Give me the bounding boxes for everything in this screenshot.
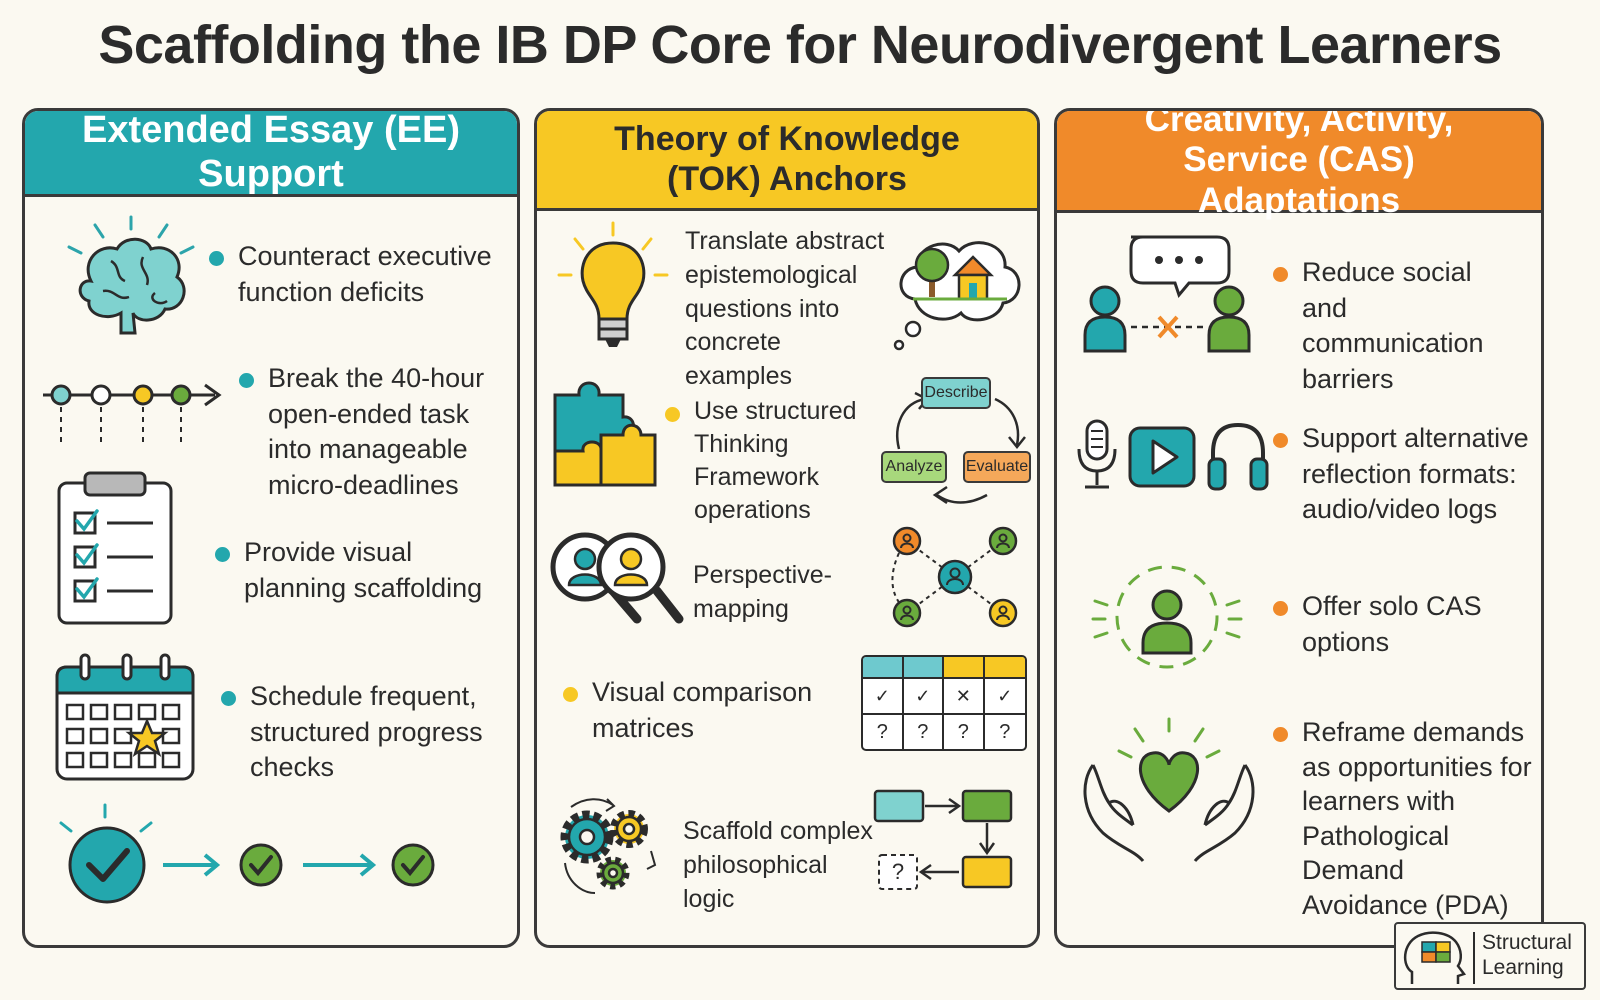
ee-panel: Extended Essay (EE) Support Counteract e…	[22, 108, 520, 948]
matrix-cell: ✓	[863, 679, 904, 715]
matrix-cell: ?	[944, 715, 985, 749]
matrix-table-icon: ✓ ✓ ✕ ✓ ? ? ? ?	[861, 655, 1027, 751]
tok-item-2: Use structured Thinking Framework operat…	[665, 395, 885, 527]
timeline-icon	[43, 383, 222, 443]
bullet-dot	[215, 547, 230, 562]
network-people-icon	[891, 526, 1018, 628]
matrix-header-cell	[944, 657, 985, 679]
matrix-cell: ✓	[903, 679, 944, 715]
cas-item-3: Offer solo CAS options	[1273, 589, 1513, 660]
tok-item-4-text: Visual comparison matrices	[592, 677, 813, 743]
matrix-header-cell	[984, 657, 1025, 679]
ee-header-text: Extended Essay (EE) Support	[81, 108, 461, 195]
magnifier-people-icon	[550, 532, 684, 624]
ee-item-4-text: Schedule frequent, structured progress c…	[250, 681, 483, 783]
cas-item-2-text: Support alternative reflection formats: …	[1302, 423, 1529, 525]
speech-bubble-people-icon	[1083, 235, 1251, 353]
head-blocks-logo-icon	[1404, 931, 1475, 984]
tok-item-5: Scaffold complex philosophical logic	[683, 817, 873, 913]
logo-line-1: Structural	[1482, 931, 1572, 954]
cas-item-2: Support alternative reflection formats: …	[1273, 421, 1533, 528]
framework-describe-label: Describe	[921, 377, 991, 409]
structural-learning-logo: Structural Learning	[1394, 922, 1586, 990]
page-title: Scaffolding the IB DP Core for Neurodive…	[98, 15, 1502, 75]
brain-icon	[67, 215, 195, 335]
headphones-icon	[1207, 422, 1269, 491]
bullet-dot	[209, 251, 224, 266]
tok-item-1: Translate abstract epistemological quest…	[685, 227, 885, 390]
lightbulb-icon	[557, 221, 669, 347]
cas-panel: Creativity, Activity, Service (CAS) Adap…	[1054, 108, 1544, 948]
matrix-cell: ✕	[944, 679, 985, 715]
matrix-cell: ?	[999, 721, 1011, 743]
puzzle-icon	[553, 381, 657, 487]
cas-panel-header: Creativity, Activity, Service (CAS) Adap…	[1057, 111, 1541, 220]
ee-item-3-text: Provide visual planning scaffolding	[244, 537, 483, 603]
ee-item-1-text: Counteract executive function deficits	[238, 241, 492, 307]
bullet-dot	[221, 691, 236, 706]
bullet-dot	[563, 687, 578, 702]
gears-icon	[560, 798, 657, 894]
framework-analyze-label: Analyze	[881, 451, 947, 483]
matrix-cell: ?	[863, 715, 904, 749]
ee-panel-header: Extended Essay (EE) Support	[25, 111, 517, 197]
bullet-dot	[1273, 433, 1288, 448]
calendar-star-icon	[55, 653, 195, 781]
hands-heart-icon	[1083, 717, 1255, 863]
cas-item-1: Reduce social and communication barriers	[1273, 255, 1513, 398]
bullet-dot	[665, 407, 680, 422]
ee-item-1: Counteract executive function deficits	[209, 239, 509, 310]
tok-item-4: Visual comparison matrices	[563, 675, 843, 746]
matrix-header-cell	[863, 657, 904, 679]
solo-person-icon	[1091, 565, 1243, 669]
ee-item-2-text: Break the 40-hour open-ended task into m…	[268, 363, 485, 500]
microphone-icon	[1077, 419, 1117, 489]
matrix-cell: ✓	[984, 679, 1025, 715]
tok-header-text: Theory of Knowledge (TOK) Anchors	[614, 120, 960, 198]
logo-text: Structural Learning	[1482, 930, 1572, 980]
play-button-icon	[1128, 426, 1196, 488]
clipboard-checklist-icon	[57, 471, 173, 625]
bullet-dot	[1273, 601, 1288, 616]
cas-item-4-text: Reframe demands as opportunities for lea…	[1302, 717, 1532, 920]
progress-checks-icon	[59, 803, 435, 904]
bullet-dot	[1273, 727, 1288, 742]
bullet-dot	[1273, 267, 1288, 282]
matrix-header-cell	[903, 657, 944, 679]
tok-item-2-text: Use structured Thinking Framework operat…	[694, 397, 857, 524]
cycle-diagram-icon	[896, 391, 1026, 505]
flowchart-question-mark: ?	[891, 859, 905, 884]
tok-item-3: Perspective-mapping	[693, 561, 832, 623]
cas-item-4: Reframe demands as opportunities for lea…	[1273, 715, 1533, 922]
cas-item-3-text: Offer solo CAS options	[1302, 591, 1482, 657]
matrix-cell: ?	[904, 715, 944, 749]
ee-item-3: Provide visual planning scaffolding	[215, 535, 505, 606]
thought-bubble-icon	[893, 241, 1021, 351]
tok-panel-header: Theory of Knowledge (TOK) Anchors	[537, 111, 1037, 211]
bullet-dot	[239, 373, 254, 388]
cas-item-1-text: Reduce social and communication barriers	[1302, 257, 1484, 394]
ee-item-2: Break the 40-hour open-ended task into m…	[239, 361, 499, 504]
tok-panel: Theory of Knowledge (TOK) Anchors Transl…	[534, 108, 1040, 948]
flowchart-icon	[873, 789, 1013, 890]
ee-item-4: Schedule frequent, structured progress c…	[221, 679, 511, 786]
cas-header-text: Creativity, Activity, Service (CAS) Adap…	[1144, 108, 1454, 220]
framework-evaluate-label: Evaluate	[963, 451, 1031, 483]
logo-line-2: Learning	[1482, 956, 1564, 980]
